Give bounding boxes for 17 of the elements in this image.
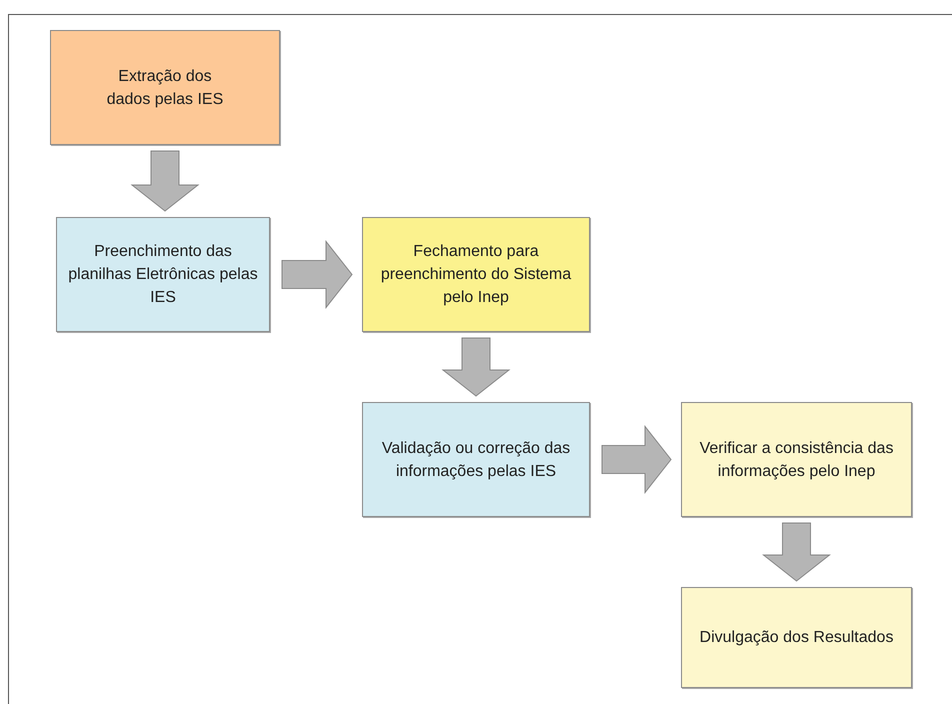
box-text: Fechamento para preenchimento do Sistema pelo Inep [380,242,572,308]
process-box [50,30,280,145]
block-arrow [442,338,510,397]
block-arrow [602,425,672,494]
process-box [681,402,912,517]
box-text: Validação ou correção das informações pelas IES [380,438,572,482]
box-text: Divulgação dos Resultados [700,628,894,648]
block-arrow [130,150,200,212]
box-text: Extração dos dados pelas IES [106,66,224,110]
box-text: Verificar a consistência das informações pelo Inep [698,438,894,482]
process-box [681,587,912,688]
process-box [362,402,590,517]
block-arrow [762,522,831,582]
process-box [56,217,270,332]
box-text: Preenchimento das planilhas Eletrônicas pelas IES [67,242,259,308]
block-arrow [282,240,353,309]
process-box [362,217,590,332]
